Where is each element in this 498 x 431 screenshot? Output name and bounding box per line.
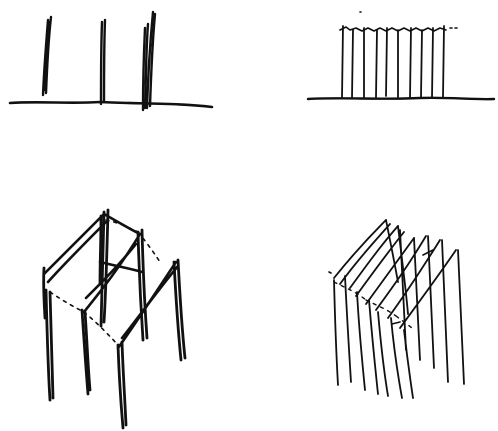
column-tops bbox=[340, 12, 457, 31]
diagonal-beams bbox=[334, 220, 456, 328]
column-front-right bbox=[118, 260, 185, 428]
column-front-left bbox=[44, 268, 53, 400]
ground-line bbox=[308, 98, 494, 99]
column-back-right bbox=[138, 230, 147, 340]
column-2 bbox=[101, 20, 105, 104]
column-row bbox=[342, 26, 444, 98]
sparse-columns-elevation bbox=[10, 12, 212, 110]
column-1 bbox=[43, 17, 51, 95]
sparse-columns-perspective bbox=[44, 210, 185, 428]
dense-columns-elevation bbox=[308, 12, 494, 99]
column-3 bbox=[143, 12, 155, 110]
ink-layer bbox=[10, 12, 494, 428]
beams bbox=[44, 214, 178, 348]
column-middle bbox=[82, 310, 90, 394]
dense-columns-perspective bbox=[329, 220, 464, 398]
ground-line bbox=[10, 102, 212, 107]
